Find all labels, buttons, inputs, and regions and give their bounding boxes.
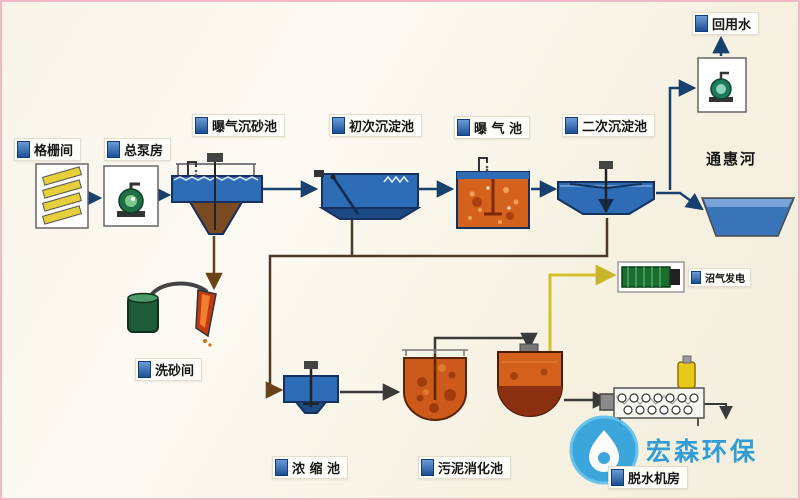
label-text: 二次沉淀池 <box>582 120 648 135</box>
label-digester: 污泥消化池 <box>418 456 512 479</box>
label-sand-washing: 洗砂间 <box>135 358 203 381</box>
label-secondary-sedimentation: 二次沉淀池 <box>562 114 656 137</box>
reuse-pump-unit <box>697 57 747 113</box>
label-bullet-icon <box>332 117 345 134</box>
sand-washer-unit <box>127 281 217 347</box>
secondary-clarifier-unit <box>557 161 655 215</box>
label-river: 通惠河 <box>706 150 758 168</box>
label-bullet-icon <box>17 141 30 158</box>
label-pump-station: 总泵房 <box>104 138 172 161</box>
label-text: 格栅间 <box>34 144 74 159</box>
label-dewatering: 脱水机房 <box>608 466 689 489</box>
label-aeration-tank: 曝 气 池 <box>454 116 531 139</box>
pump-station-unit <box>103 165 159 227</box>
bar-screen-unit <box>35 163 89 229</box>
chemical-canister <box>677 355 696 389</box>
label-bullet-icon <box>691 271 701 284</box>
primary-sedimentation-tank <box>314 170 422 220</box>
label-bullet-icon <box>275 459 288 476</box>
aerated-grit-chamber <box>171 153 263 235</box>
label-bullet-icon <box>611 469 624 486</box>
label-aerated-grit: 曝气沉砂池 <box>192 114 286 137</box>
watermark-logo-icon <box>569 415 639 485</box>
faucet-icon <box>478 157 488 172</box>
label-bullet-icon <box>138 361 151 378</box>
label-bullet-icon <box>107 141 120 158</box>
label-grille-room: 格栅间 <box>14 138 82 161</box>
label-bullet-icon <box>421 459 434 476</box>
label-text: 曝气沉砂池 <box>212 120 278 135</box>
watermark-text: 宏森环保 <box>646 437 759 466</box>
label-bullet-icon <box>457 119 470 136</box>
label-text: 浓 缩 池 <box>292 462 341 477</box>
label-text: 曝 气 池 <box>474 122 523 137</box>
thickener-tank <box>402 349 468 421</box>
digester-tank <box>497 343 563 417</box>
label-bullet-icon <box>565 117 578 134</box>
dewatering-machine <box>599 387 705 426</box>
label-text: 总泵房 <box>124 144 164 159</box>
label-reuse-water: 回用水 <box>692 12 760 35</box>
label-thickener: 浓 缩 池 <box>272 456 349 479</box>
aeration-tank-unit <box>456 157 530 229</box>
river-shape <box>700 197 796 237</box>
label-text: 脱水机房 <box>628 472 681 487</box>
label-text: 洗砂间 <box>155 364 195 379</box>
label-text: 回用水 <box>712 18 752 33</box>
label-biogas-power: 沼气发电 <box>688 268 751 287</box>
label-primary-sedimentation: 初次沉淀池 <box>329 114 423 137</box>
faucet-icon <box>187 161 197 176</box>
sludge-pump-pit <box>283 361 339 414</box>
label-bullet-icon <box>695 15 708 32</box>
biogas-generator-unit <box>617 261 685 293</box>
label-text: 污泥消化池 <box>438 462 504 477</box>
label-text: 沼气发电 <box>705 274 745 285</box>
label-text: 初次沉淀池 <box>349 120 415 135</box>
label-bullet-icon <box>195 117 208 134</box>
